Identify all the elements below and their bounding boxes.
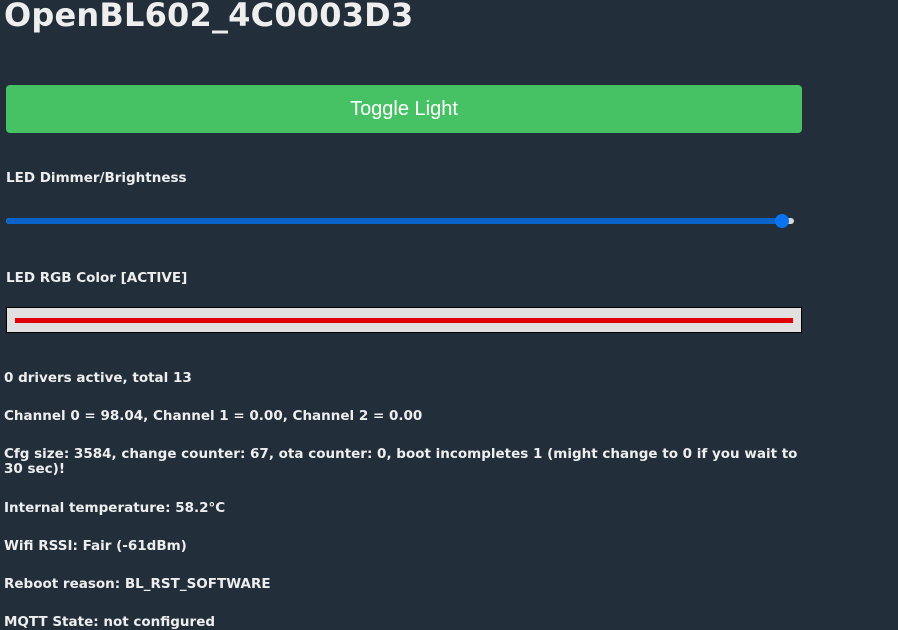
rgb-color-picker[interactable] (6, 307, 802, 333)
slider-thumb[interactable] (775, 214, 790, 228)
drivers-status: 0 drivers active, total 13 (4, 370, 192, 386)
dimmer-label: LED Dimmer/Brightness (6, 170, 187, 186)
toggle-light-button[interactable]: Toggle Light (6, 85, 802, 133)
brightness-slider[interactable] (6, 214, 794, 228)
cfg-status: Cfg size: 3584, change counter: 67, ota … (4, 446, 798, 477)
channels-status: Channel 0 = 98.04, Channel 1 = 0.00, Cha… (4, 408, 423, 424)
rgb-color-label: LED RGB Color [ACTIVE] (6, 270, 188, 286)
temperature-status: Internal temperature: 58.2°C (4, 500, 226, 516)
mqtt-status: MQTT State: not configured (4, 614, 216, 630)
wifi-status: Wifi RSSI: Fair (-61dBm) (4, 538, 187, 554)
reboot-status: Reboot reason: BL_RST_SOFTWARE (4, 576, 271, 592)
slider-fill (6, 218, 783, 224)
rgb-color-swatch (15, 318, 793, 323)
page-title: OpenBL602_4C0003D3 (4, 0, 414, 34)
